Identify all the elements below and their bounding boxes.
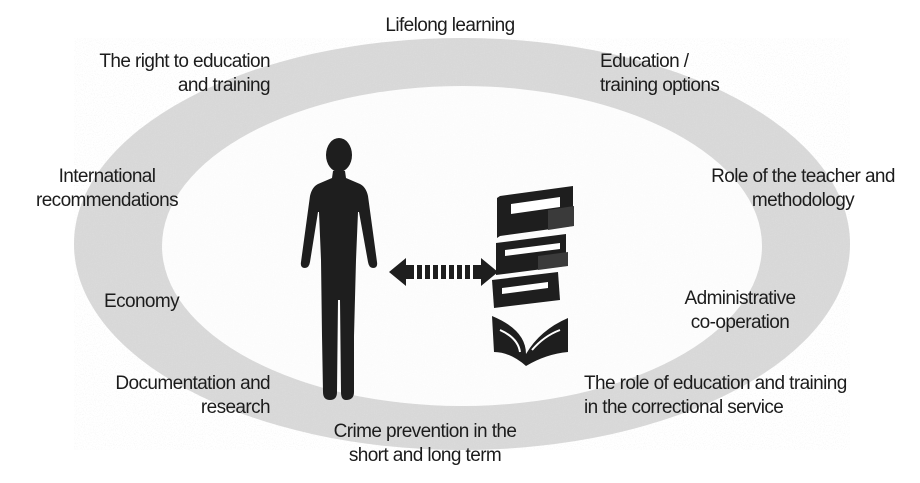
label-education-options: Education / training options <box>600 50 800 98</box>
label-line: Administrative <box>684 288 797 309</box>
label-crime-prevention: Crime prevention in the short and long t… <box>300 420 550 468</box>
label-line: research <box>200 397 271 418</box>
label-line: Role of the teacher and <box>711 166 895 187</box>
label-line: short and long term <box>348 445 502 466</box>
label-line: Education / <box>600 51 689 72</box>
label-line: in the correctional service <box>584 397 784 418</box>
label-teacher-role: Role of the teacher and methodology <box>690 165 916 213</box>
stack-of-books-icon <box>492 186 574 366</box>
label-line: The role of education and training <box>584 373 847 394</box>
double-headed-arrow-icon <box>389 258 498 286</box>
label-line: Documentation and <box>115 373 270 394</box>
ring-background <box>74 38 850 450</box>
label-line: Lifelong learning <box>385 15 515 36</box>
label-line: co-operation <box>690 312 790 333</box>
label-line: training options <box>600 75 720 96</box>
label-international: International recommendations <box>2 165 212 213</box>
label-economy: Economy <box>104 290 224 314</box>
label-administrative: Administrative co-operation <box>660 287 820 335</box>
person-silhouette-icon <box>300 138 378 400</box>
label-right-to-education: The right to education and training <box>40 50 270 98</box>
label-line: recommendations <box>35 190 179 211</box>
label-correctional: The role of education and training in th… <box>584 372 914 420</box>
label-line: Crime prevention in the <box>333 421 517 442</box>
label-line: International <box>58 166 156 187</box>
label-line: methodology <box>751 190 855 211</box>
label-documentation: Documentation and research <box>60 372 270 420</box>
label-line: Economy <box>104 291 180 312</box>
label-line: and training <box>177 75 271 96</box>
label-lifelong-learning: Lifelong learning <box>360 14 540 38</box>
label-line: The right to education <box>99 51 270 72</box>
